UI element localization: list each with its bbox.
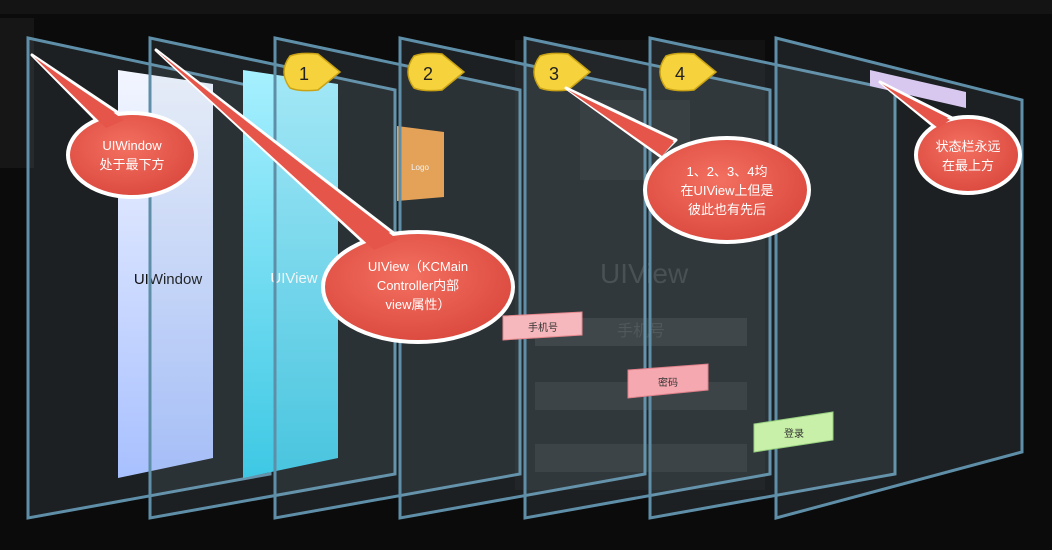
callout-uiview-line3: view属性） — [385, 297, 450, 312]
badge-1-label: 1 — [299, 64, 309, 84]
uiview-label: UIView — [270, 270, 317, 287]
password-button-label: 密码 — [658, 376, 678, 389]
callout-statusbar: 状态栏永远 在最上方 — [878, 80, 1022, 195]
login-button-label: 登录 — [784, 427, 804, 440]
callout-order: 1、2、3、4均 在UIView上但是 彼此也有先后 — [564, 86, 811, 244]
callout-uiwindow: UIWindow 处于最下方 — [30, 53, 198, 199]
phone-button-label: 手机号 — [528, 321, 558, 334]
callout-uiview-line1: UIView（KCMain — [368, 259, 468, 274]
status-bar-rect — [870, 70, 966, 108]
callout-order-line1: 1、2、3、4均 — [687, 164, 768, 179]
menu-bar — [0, 0, 1052, 14]
badge-3: 3 — [533, 52, 592, 92]
logo-label: Logo — [411, 163, 429, 172]
callout-uiview-line2: Controller内部 — [377, 278, 459, 293]
badge-3-label: 3 — [549, 64, 559, 84]
phone-button — [502, 311, 583, 341]
callout-uiview: UIView（KCMain Controller内部 view属性） — [154, 48, 515, 344]
layer-plane-statusbar: 登录 — [753, 36, 1024, 520]
callout-statusbar-line2: 在最上方 — [942, 158, 994, 173]
password-button — [627, 363, 709, 399]
callout-uiwindow-line2: 处于最下方 — [99, 157, 164, 172]
badge-1: 1 — [283, 52, 342, 92]
callout-statusbar-line1: 状态栏永远 — [935, 139, 1000, 154]
login-button — [753, 411, 834, 453]
badge-4: 4 — [659, 52, 718, 92]
logo-image — [397, 126, 444, 201]
ghost-login-button — [535, 444, 747, 472]
callout-order-line3: 彼此也有先后 — [688, 202, 766, 217]
callout-order-line2: 在UIView上但是 — [681, 183, 774, 198]
badge-2-label: 2 — [423, 64, 433, 84]
callout-uiwindow-line1: UIWindow — [102, 138, 162, 153]
badge-2: 2 — [407, 52, 466, 92]
badge-4-label: 4 — [675, 64, 685, 84]
